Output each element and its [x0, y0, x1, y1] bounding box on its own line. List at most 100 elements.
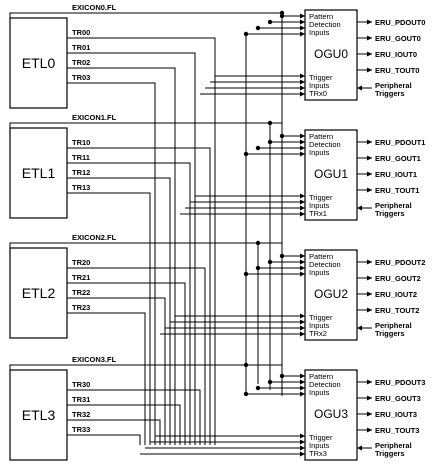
- tr-1-3: [67, 192, 151, 445]
- etl3-block: [9, 369, 68, 461]
- trig-arrow-2-2: [300, 325, 305, 331]
- trig-arrow-1-0: [300, 193, 305, 199]
- trig-arrow-0-0: [300, 73, 305, 79]
- pd-dot-2-0: [279, 253, 285, 259]
- tr-0-0-label: TR00: [72, 28, 90, 37]
- ogu3-block: [304, 369, 358, 461]
- ogu0-peri-1: Triggers: [375, 89, 405, 98]
- tr-1-0: [67, 147, 211, 445]
- etl2-block: [9, 247, 68, 339]
- trig-arrow-3-3: [300, 451, 305, 457]
- trig-arrow-3-0: [300, 433, 305, 439]
- tr-2-1: [67, 282, 186, 445]
- out-arrow-1-1: [367, 155, 372, 161]
- ogu1-trigger-1: Inputs: [309, 201, 330, 210]
- trig-arrow-0-2: [300, 85, 305, 91]
- out-arrow-1-3: [367, 187, 372, 193]
- pd-dot-0-2: [255, 25, 261, 31]
- ogu0-out-2: ERU_IOUT0: [375, 50, 417, 59]
- pd-dot-1-1: [267, 139, 273, 145]
- tr-0-3: [67, 82, 156, 445]
- connection-wires: [9, 10, 372, 457]
- tr-0-3-label: TR03: [72, 73, 90, 82]
- exicon3-line: [9, 364, 282, 370]
- ogu1-trigger-0: Trigger: [309, 193, 333, 202]
- ogu3-pattern-1: Detection: [309, 380, 341, 389]
- ogu0-pattern-0: Pattern: [309, 12, 333, 21]
- ogu2-pattern-2: Inputs: [309, 268, 330, 277]
- tr-1-0-label: TR10: [72, 138, 90, 147]
- labels: ETL0EXICON0.FLTR00TR01TR02TR03ETL1EXICON…: [22, 3, 426, 458]
- ogu1-peri-1: Triggers: [375, 209, 405, 218]
- pd-arrow-0-2: [300, 25, 305, 31]
- pd-arrow-0-3: [300, 31, 305, 37]
- tr-1-2-label: TR12: [72, 168, 90, 177]
- tr-3-2: [67, 419, 161, 445]
- etl3-label: ETL3: [22, 407, 56, 423]
- ogu2-peri-0: Peripheral: [375, 321, 412, 330]
- out-arrow-3-0: [367, 379, 372, 385]
- pd-dot-3-1: [267, 379, 273, 385]
- out-arrow-0-0: [367, 19, 372, 25]
- tr-0-2-label: TR02: [72, 58, 90, 67]
- peri-arrow-2: [357, 325, 362, 331]
- peri-arrow-1: [357, 205, 362, 211]
- out-arrow-0-1: [367, 35, 372, 41]
- ogu2-out-3: ERU_TOUT2: [375, 306, 419, 315]
- pd-arrow-1-1: [300, 139, 305, 145]
- fl-dot-0: [279, 10, 285, 16]
- pd-dot-3-2: [255, 385, 261, 391]
- etl0-block: [9, 17, 68, 109]
- ogu3-out-0: ERU_PDOUT3: [375, 378, 425, 387]
- out-arrow-3-3: [367, 427, 372, 433]
- pd-arrow-0-0: [300, 13, 305, 19]
- ogu3-out-3: ERU_TOUT3: [375, 426, 419, 435]
- ogu3-out-2: ERU_IOUT3: [375, 410, 417, 419]
- ogu1-peri-0: Peripheral: [375, 201, 412, 210]
- ogu2-trigger-1: Inputs: [309, 321, 330, 330]
- tr-0-1: [67, 52, 196, 445]
- ogu2-out-0: ERU_PDOUT2: [375, 258, 425, 267]
- trig-arrow-2-1: [300, 319, 305, 325]
- ogu0-label: OGU0: [314, 47, 348, 61]
- ogu2-label: OGU2: [314, 287, 348, 301]
- ogu2-out-2: ERU_IOUT2: [375, 290, 417, 299]
- tr-3-3: [67, 434, 141, 445]
- pd-arrow-2-0: [300, 253, 305, 259]
- ogu1-pattern-1: Detection: [309, 140, 341, 149]
- ogu3-trigger-1: Inputs: [309, 441, 330, 450]
- pd-arrow-3-2: [300, 385, 305, 391]
- tr-2-0: [67, 267, 206, 445]
- pd-arrow-1-0: [300, 133, 305, 139]
- trig-arrow-2-0: [300, 313, 305, 319]
- ogu0-block: [304, 9, 358, 101]
- ogu2-trigger-2: TRx2: [309, 329, 327, 338]
- out-arrow-0-2: [367, 51, 372, 57]
- ogu1-trigger-2: TRx1: [309, 209, 327, 218]
- fl-dot-2: [255, 240, 261, 246]
- out-arrow-0-3: [367, 67, 372, 73]
- trig-arrow-0-1: [300, 79, 305, 85]
- ogu1-out-3: ERU_TOUT1: [375, 186, 419, 195]
- pd-arrow-0-1: [300, 19, 305, 25]
- pd-arrow-3-0: [300, 373, 305, 379]
- ogu0-pattern-2: Inputs: [309, 28, 330, 37]
- tr-3-0: [67, 389, 201, 445]
- ogu0-trigger-0: Trigger: [309, 73, 333, 82]
- trig-arrow-2-3: [300, 331, 305, 337]
- ogu0-out-3: ERU_TOUT0: [375, 66, 419, 75]
- ogu1-pattern-2: Inputs: [309, 148, 330, 157]
- exicon0-line: [9, 12, 282, 18]
- out-arrow-2-1: [367, 275, 372, 281]
- ogu3-peri-1: Triggers: [375, 449, 405, 458]
- ogu0-peri-0: Peripheral: [375, 81, 412, 90]
- tr-3-1: [67, 404, 181, 445]
- ogu3-out-1: ERU_GOUT3: [375, 394, 421, 403]
- ogu0-trigger-2: TRx0: [309, 89, 327, 98]
- tr-2-0-label: TR20: [72, 258, 90, 267]
- etl1-label: ETL1: [22, 165, 56, 181]
- out-arrow-2-2: [367, 291, 372, 297]
- etl0-label: ETL0: [22, 55, 56, 71]
- ogu0-out-0: ERU_PDOUT0: [375, 18, 425, 27]
